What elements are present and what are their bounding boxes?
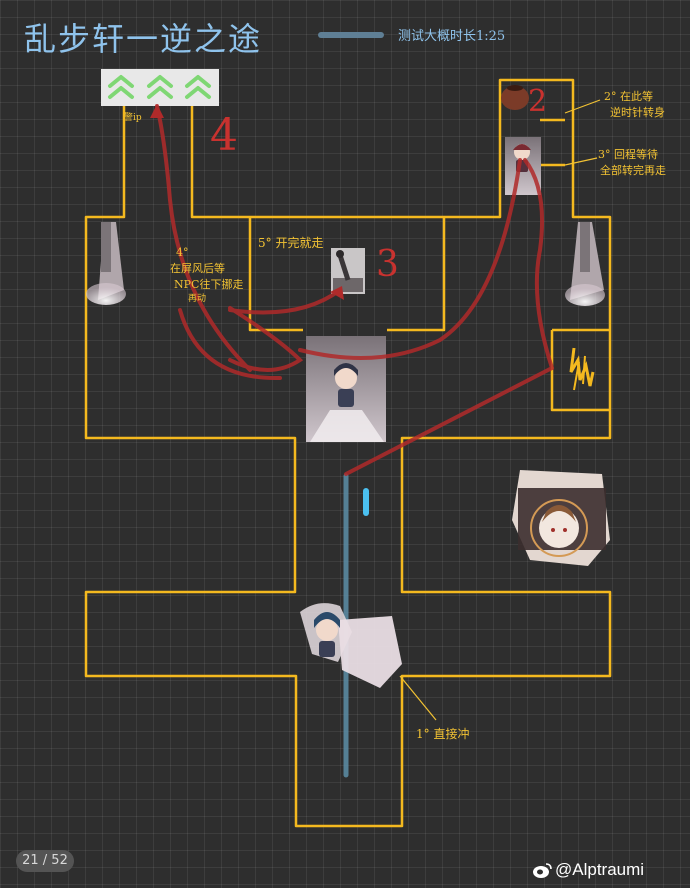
route-number-3: 3	[376, 244, 399, 285]
route-number-2: 2	[528, 84, 548, 119]
exit-note: 警ip	[124, 113, 142, 123]
top-guard-npc	[505, 137, 541, 195]
step5-note: 5° 开完就走	[258, 236, 324, 250]
step2-note-line1: 2° 在此等	[604, 90, 653, 103]
route-to-lever	[228, 288, 342, 315]
boss-portrait	[512, 470, 610, 566]
weibo-logo-icon	[533, 863, 552, 878]
route-paths	[155, 104, 554, 476]
route-screen-loop	[178, 308, 282, 381]
step4-note-line3: NPC往下挪走	[174, 278, 244, 291]
step3-note-line2: 全部转完再走	[600, 164, 666, 177]
lever-room-wall	[248, 216, 446, 332]
step4-note-line2: 在屏风后等	[170, 262, 225, 275]
trap-room-wall	[550, 328, 610, 412]
author-watermark: @Alptraumi	[555, 860, 645, 879]
title-divider-bar	[318, 32, 384, 38]
searchlight-lamp-right	[565, 222, 605, 306]
electric-trap	[569, 347, 595, 391]
route-arrows	[150, 104, 344, 300]
route-trap-up	[523, 158, 554, 370]
route-number-4: 4	[210, 110, 238, 161]
route-start-to-trap	[344, 366, 554, 476]
test-duration-label: 测试大概时长1:25	[398, 29, 506, 44]
annotation-pointers	[399, 99, 601, 721]
level-title: 乱步轩一逆之途	[24, 20, 263, 58]
route-guard-to-lever	[298, 158, 522, 360]
step4-note-line1: 4°	[176, 246, 189, 259]
clay-pot	[501, 85, 529, 110]
upper-area-wall	[84, 78, 612, 828]
step4-note-line4: 再动	[188, 294, 207, 304]
step2-note-line2: 逆时针转身	[610, 106, 665, 119]
door-marker	[363, 488, 369, 516]
player-character	[300, 603, 402, 688]
step3-note-line1: 3° 回程等待	[598, 148, 658, 161]
step1-note: 1° 直接冲	[416, 727, 470, 741]
exit-chevrons	[101, 69, 219, 106]
page-indicator: 21 / 52	[16, 850, 74, 872]
searchlight-lamp-left	[86, 222, 126, 305]
route-lever-loop	[228, 306, 304, 372]
lever-switch	[331, 248, 365, 294]
route-to-exit	[155, 104, 252, 372]
